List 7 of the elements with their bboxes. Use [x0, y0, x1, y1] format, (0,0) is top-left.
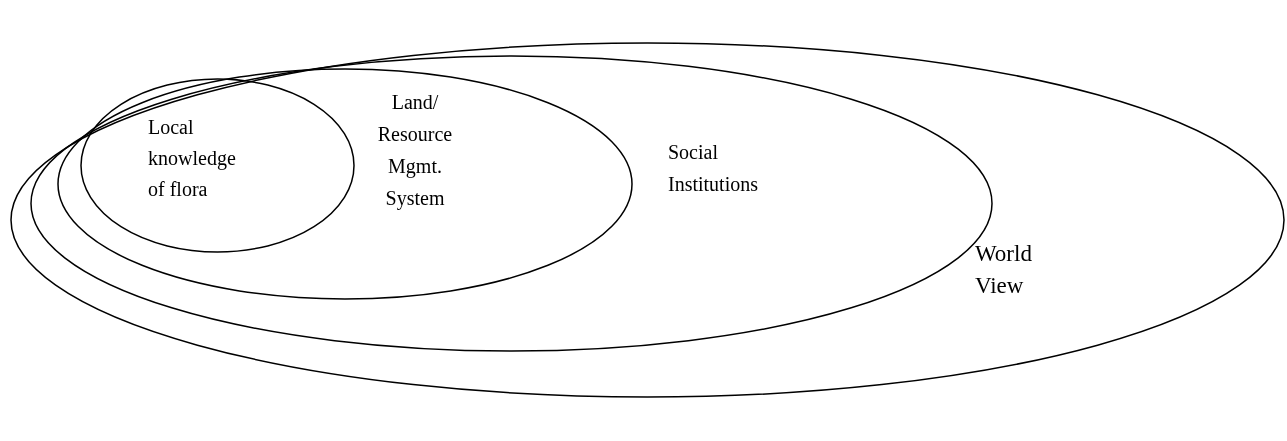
ellipse-label: Land/ Resource Mgmt. System	[376, 90, 454, 212]
ellipse-label: Local knowledge of flora	[148, 115, 237, 202]
nested-ellipse	[10, 42, 1285, 398]
nested-ellipse	[80, 78, 355, 253]
ellipse-label: World View	[975, 240, 1033, 300]
nested-ellipse	[57, 68, 633, 300]
ellipse-label: Social Institutions	[668, 140, 759, 197]
